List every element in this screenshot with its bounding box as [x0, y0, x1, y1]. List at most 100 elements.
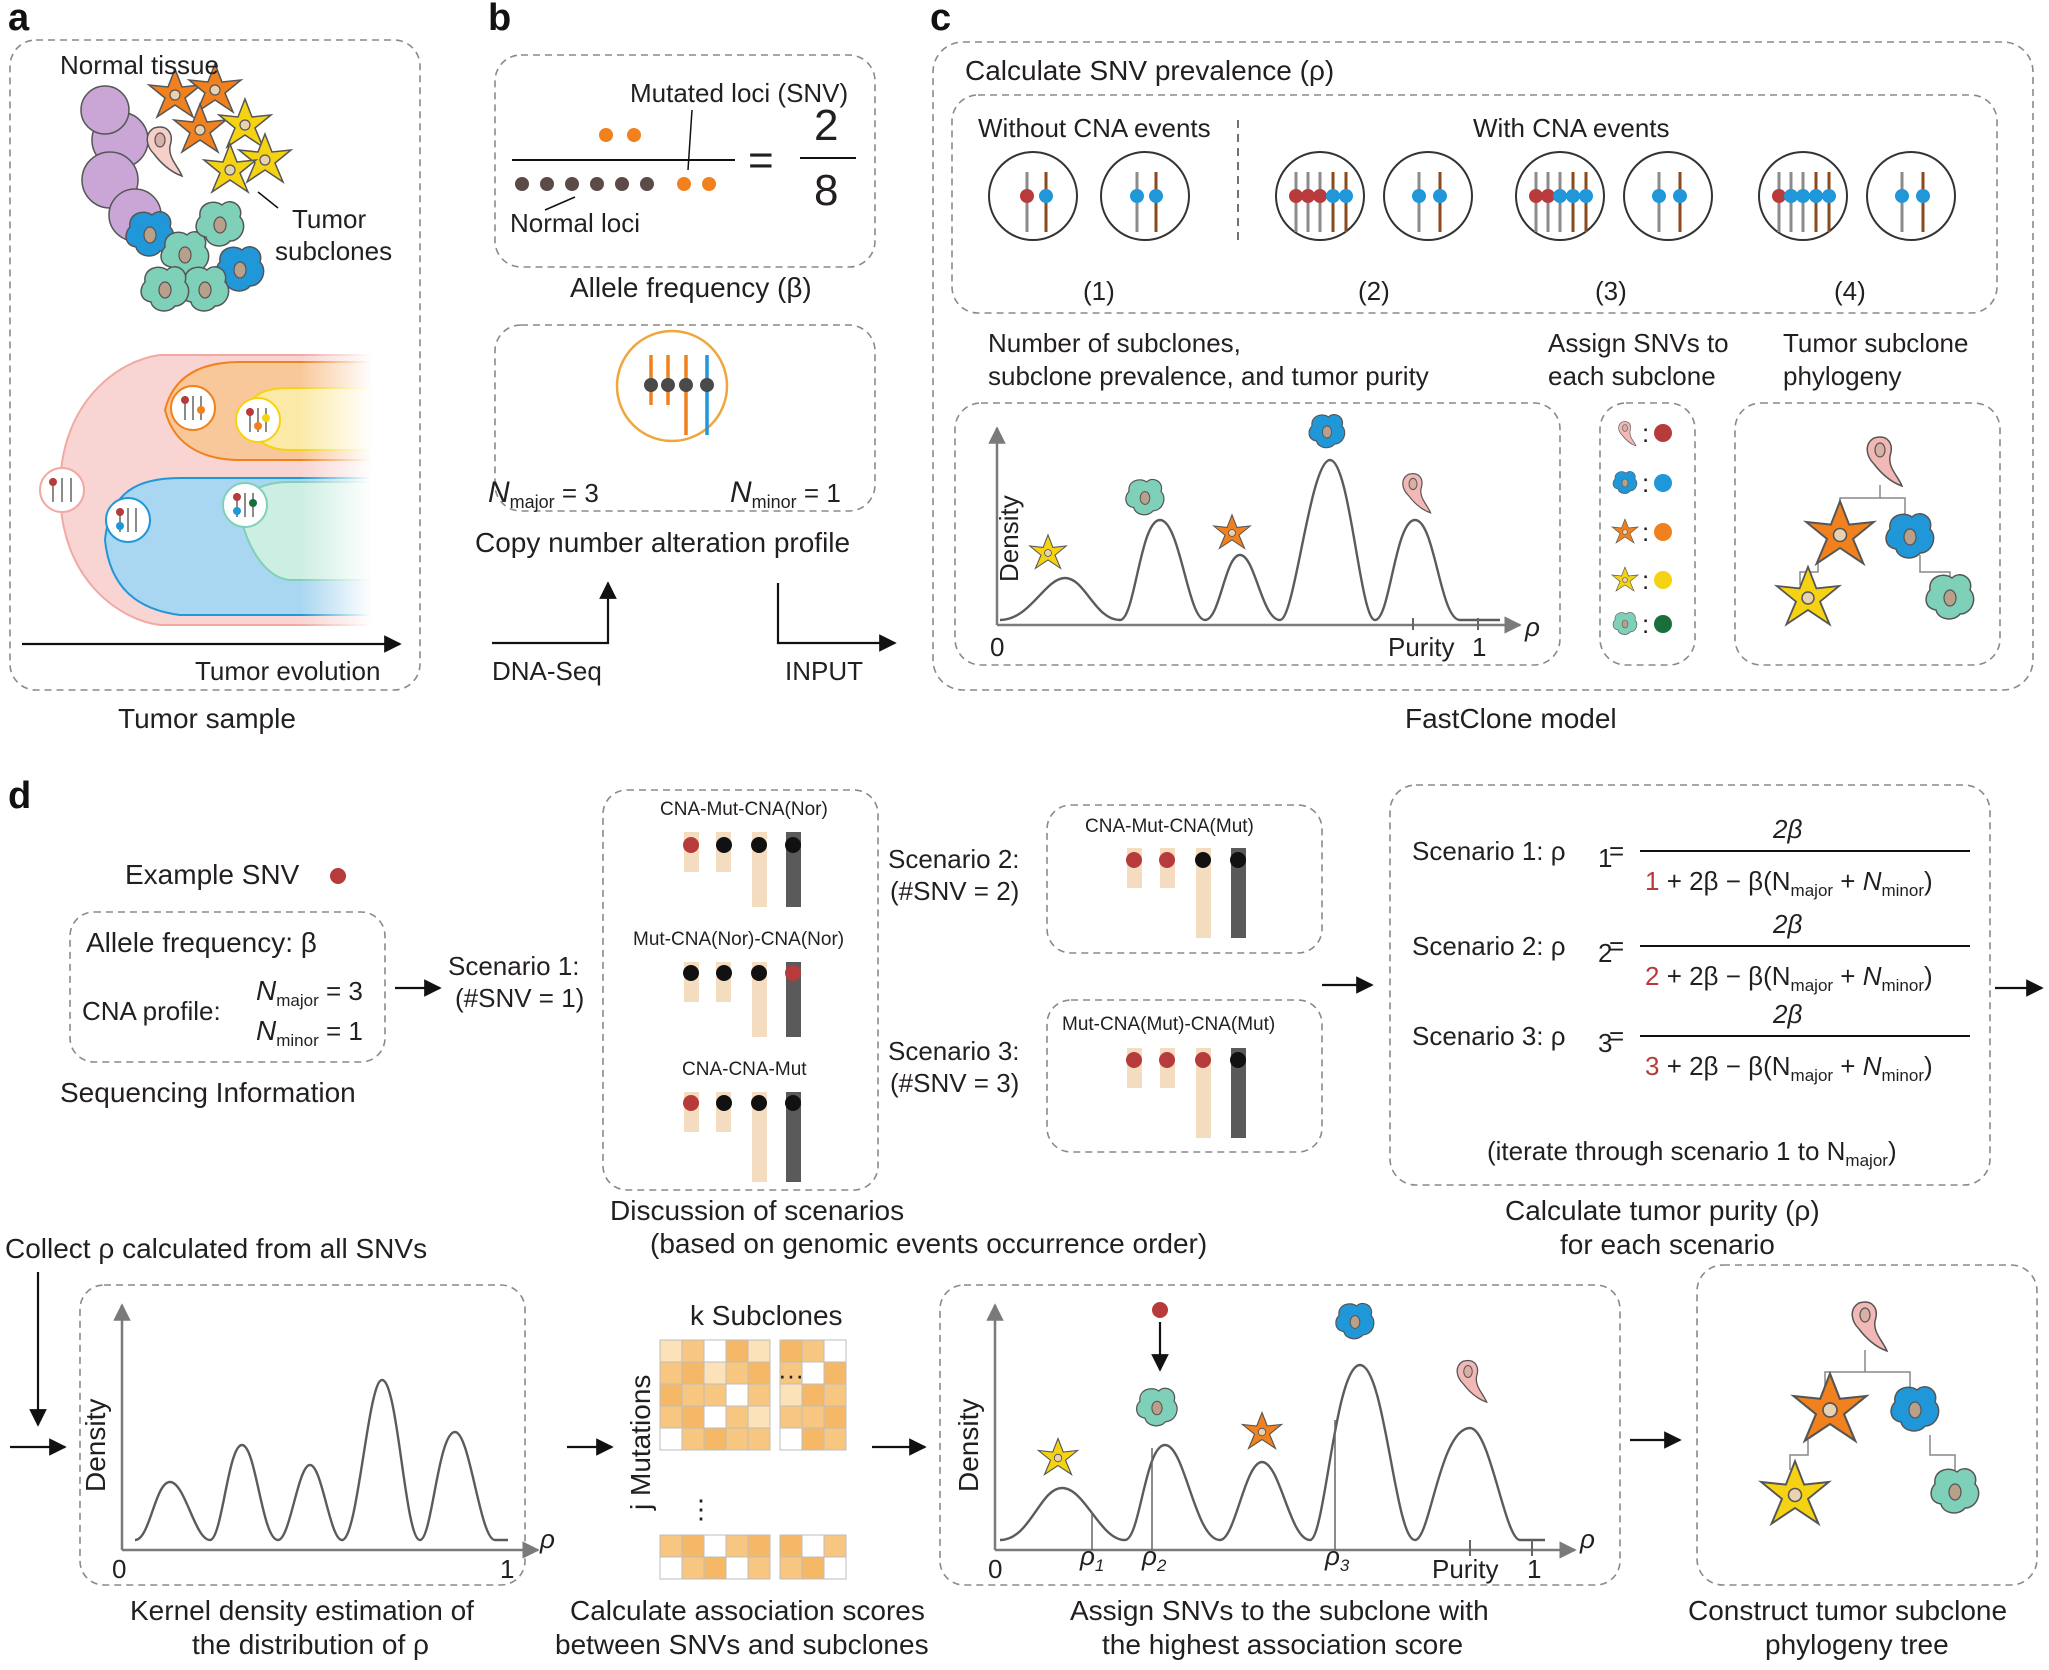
orange-cell-icon: [1241, 1411, 1283, 1450]
case-label-3: (3): [1595, 276, 1627, 306]
assign-density-label: Density: [953, 1399, 984, 1492]
panel-c-title: Calculate SNV prevalence (ρ): [965, 55, 1334, 86]
d-n-minor: Nminor = 1: [256, 1015, 363, 1050]
formula-1: Scenario 1: ρ 1= 2β 1 + 2β − β(Nmajor + …: [1412, 814, 1970, 900]
phylogeny-title-1: Tumor subclone: [1783, 328, 1968, 358]
matrix-cell: [659, 1405, 683, 1429]
kde-density-label: Density: [80, 1399, 111, 1492]
kde-zero: 0: [112, 1554, 126, 1584]
svg-text::: :: [1642, 418, 1649, 448]
scenario-3-label: Scenario 3:: [888, 1036, 1020, 1066]
matrix-cell: [659, 1339, 683, 1363]
matrix-cell: [779, 1427, 803, 1451]
matrix-cell: [801, 1427, 825, 1451]
svg-text:1: 1: [1598, 843, 1612, 873]
assign-zero: 0: [988, 1554, 1002, 1584]
matrix-cell: [681, 1361, 705, 1385]
density-axis-label: Density: [994, 495, 1024, 582]
scenario-1-orders: CNA-Mut-CNA(Nor) Mut-CNA(Nor)-CNA(Nor) C…: [633, 799, 844, 1182]
svg-text:2 + 2β − β(Nmajor + Nminor): 2 + 2β − β(Nmajor + Nminor): [1645, 961, 1933, 995]
panel-b: Mutated loci (SNV) Normal loci = 2 8: [494, 54, 876, 268]
matrix-cell: [703, 1383, 727, 1407]
panel-d: Example SNV Allele frequency: β CNA prof…: [5, 784, 2044, 1660]
matrix-cell: [747, 1405, 771, 1429]
scenario-2-label: Scenario 2:: [888, 844, 1020, 874]
matrix-cell: [703, 1339, 727, 1363]
scenario-3-orders: Mut-CNA(Mut)-CNA(Mut): [1062, 1014, 1275, 1138]
matrix-cell: [659, 1427, 683, 1451]
matrix-cell: [681, 1556, 705, 1580]
with-cna-label: With CNA events: [1473, 113, 1670, 143]
svg-text:3 + 2β − β(Nmajor + Nminor): 3 + 2β − β(Nmajor + Nminor): [1645, 1051, 1933, 1085]
green-cell-icon: [1125, 478, 1165, 516]
axis-one: 1: [1472, 632, 1486, 662]
matrix-cell: [747, 1556, 771, 1580]
allele-frequency-label: Allele frequency: β: [86, 927, 317, 958]
subclones-title-1: Number of subclones,: [988, 328, 1241, 358]
purity-caption-2: for each scenario: [1560, 1229, 1775, 1260]
assign-one: 1: [1527, 1554, 1541, 1584]
assign-density-curve: [999, 1363, 1545, 1542]
dna-seq-arrow: [492, 581, 617, 645]
d-n-major: Nmajor = 3: [256, 975, 363, 1010]
assign-purity: Purity: [1432, 1554, 1498, 1584]
clone-circle: [39, 467, 85, 513]
tree-caption-2: phylogeny tree: [1765, 1629, 1949, 1660]
matrix-cell: [823, 1383, 847, 1407]
case-label-4: (4): [1834, 276, 1866, 306]
panel-label-c: c: [930, 0, 951, 39]
matrix-cell: [659, 1383, 683, 1407]
svg-text:2β: 2β: [1772, 909, 1802, 939]
kde-caption-2: the distribution of ρ: [192, 1629, 429, 1660]
n-minor-label: Nminor = 1: [730, 476, 841, 512]
mutated-loci-label: Mutated loci (SNV): [630, 78, 848, 108]
star-cell-icon: [1029, 534, 1067, 569]
discussion-caption-2: (based on genomic events occurrence orde…: [650, 1228, 1207, 1259]
snv-dot: [1152, 1302, 1168, 1318]
rho-3-tick: ρ3: [1324, 1541, 1350, 1575]
kde-rho: ρ: [539, 1524, 555, 1554]
subclones-title-2: subclone prevalence, and tumor purity: [988, 361, 1429, 391]
final-phylogeny-tree: [1760, 1301, 1980, 1525]
blue-cell-icon: [1335, 1302, 1375, 1340]
pink-cell-icon: [1456, 1359, 1488, 1403]
assign-rho: ρ: [1579, 1524, 1595, 1554]
matrix-cell: [779, 1405, 803, 1429]
case-4-cells: [1758, 151, 1956, 241]
cna-profile-label: CNA profile:: [82, 996, 221, 1026]
dna-seq-label: DNA-Seq: [492, 656, 602, 686]
purity-tick: Purity: [1388, 632, 1454, 662]
matrix-cell: [703, 1361, 727, 1385]
input-label: INPUT: [785, 656, 863, 686]
assoc-caption-2: between SNVs and subclones: [555, 1629, 929, 1660]
tissue-cluster: [80, 63, 292, 312]
kde-curve: [134, 1378, 508, 1542]
sequencing-info-caption: Sequencing Information: [60, 1077, 356, 1108]
input-arrow: [776, 583, 897, 652]
green-cell-icon: [1136, 1387, 1178, 1427]
orange-cell-icon: [1213, 514, 1251, 549]
assoc-caption-1: Calculate association scores: [570, 1595, 925, 1626]
tumor-sample-caption: Tumor sample: [118, 703, 296, 734]
matrix-cell: [703, 1556, 727, 1580]
matrix-cell: [725, 1556, 749, 1580]
svg-text:CNA-Mut-CNA(Mut): CNA-Mut-CNA(Mut): [1085, 816, 1254, 837]
snv-assignment-list: : : : : :: [1611, 418, 1672, 639]
matrix-cell: [681, 1534, 705, 1558]
matrix-cell: [659, 1556, 683, 1580]
svg-text:···: ···: [778, 1360, 804, 1390]
case-2-cells: [1275, 151, 1473, 241]
matrix-cell: [801, 1556, 825, 1580]
svg-text:3: 3: [1598, 1028, 1612, 1058]
matrix-cell: [823, 1361, 847, 1385]
assign-title-2: each subclone: [1548, 361, 1716, 391]
svg-text:Mut-CNA(Nor)-CNA(Nor): Mut-CNA(Nor)-CNA(Nor): [633, 929, 844, 950]
scenario-2-orders: CNA-Mut-CNA(Mut): [1085, 816, 1254, 938]
j-mutations-label: j Mutations: [625, 1375, 656, 1511]
matrix-cell: [801, 1405, 825, 1429]
matrix-cell: [801, 1534, 825, 1558]
scenario-3-count: (#SNV = 3): [890, 1068, 1019, 1098]
matrix-cell: [659, 1534, 683, 1558]
cna-profile-box: Nmajor = 3 Nminor = 1: [488, 324, 876, 512]
svg-text:Mut-CNA(Mut)-CNA(Mut): Mut-CNA(Mut)-CNA(Mut): [1062, 1014, 1275, 1035]
